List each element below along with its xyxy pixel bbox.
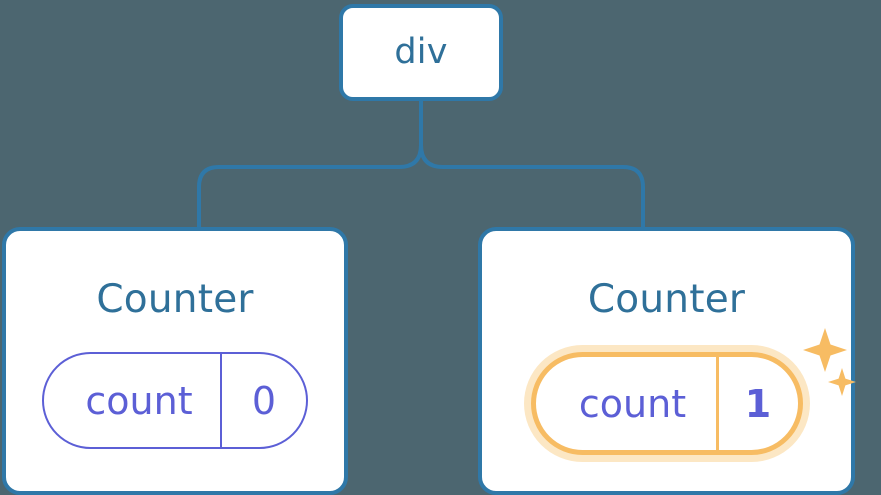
node-counter-right-title: Counter	[587, 277, 746, 322]
sparkle-icon	[802, 328, 856, 396]
node-counter-left[interactable]: Counter count 0	[2, 227, 348, 495]
node-div[interactable]: div	[339, 4, 503, 101]
sparkle-small-icon	[827, 368, 856, 396]
sparkle-large-icon	[802, 328, 847, 372]
node-div-label: div	[394, 32, 448, 72]
node-counter-left-title: Counter	[96, 277, 254, 322]
state-pill-right[interactable]: count 1	[530, 352, 803, 455]
node-counter-right[interactable]: Counter count 1	[478, 227, 856, 495]
connector-to-left-child	[197, 99, 423, 229]
state-pill-left-key: count	[85, 378, 193, 423]
state-pill-left[interactable]: count 0	[42, 352, 308, 449]
connector-to-right-child	[419, 99, 645, 229]
state-pill-right-value: 1	[715, 357, 798, 450]
state-pill-wrap-right: count 1	[530, 328, 856, 455]
state-pill-left-value: 0	[220, 354, 306, 447]
state-pill-wrap-left: count 0	[42, 352, 308, 449]
state-pill-right-key: count	[578, 381, 687, 426]
